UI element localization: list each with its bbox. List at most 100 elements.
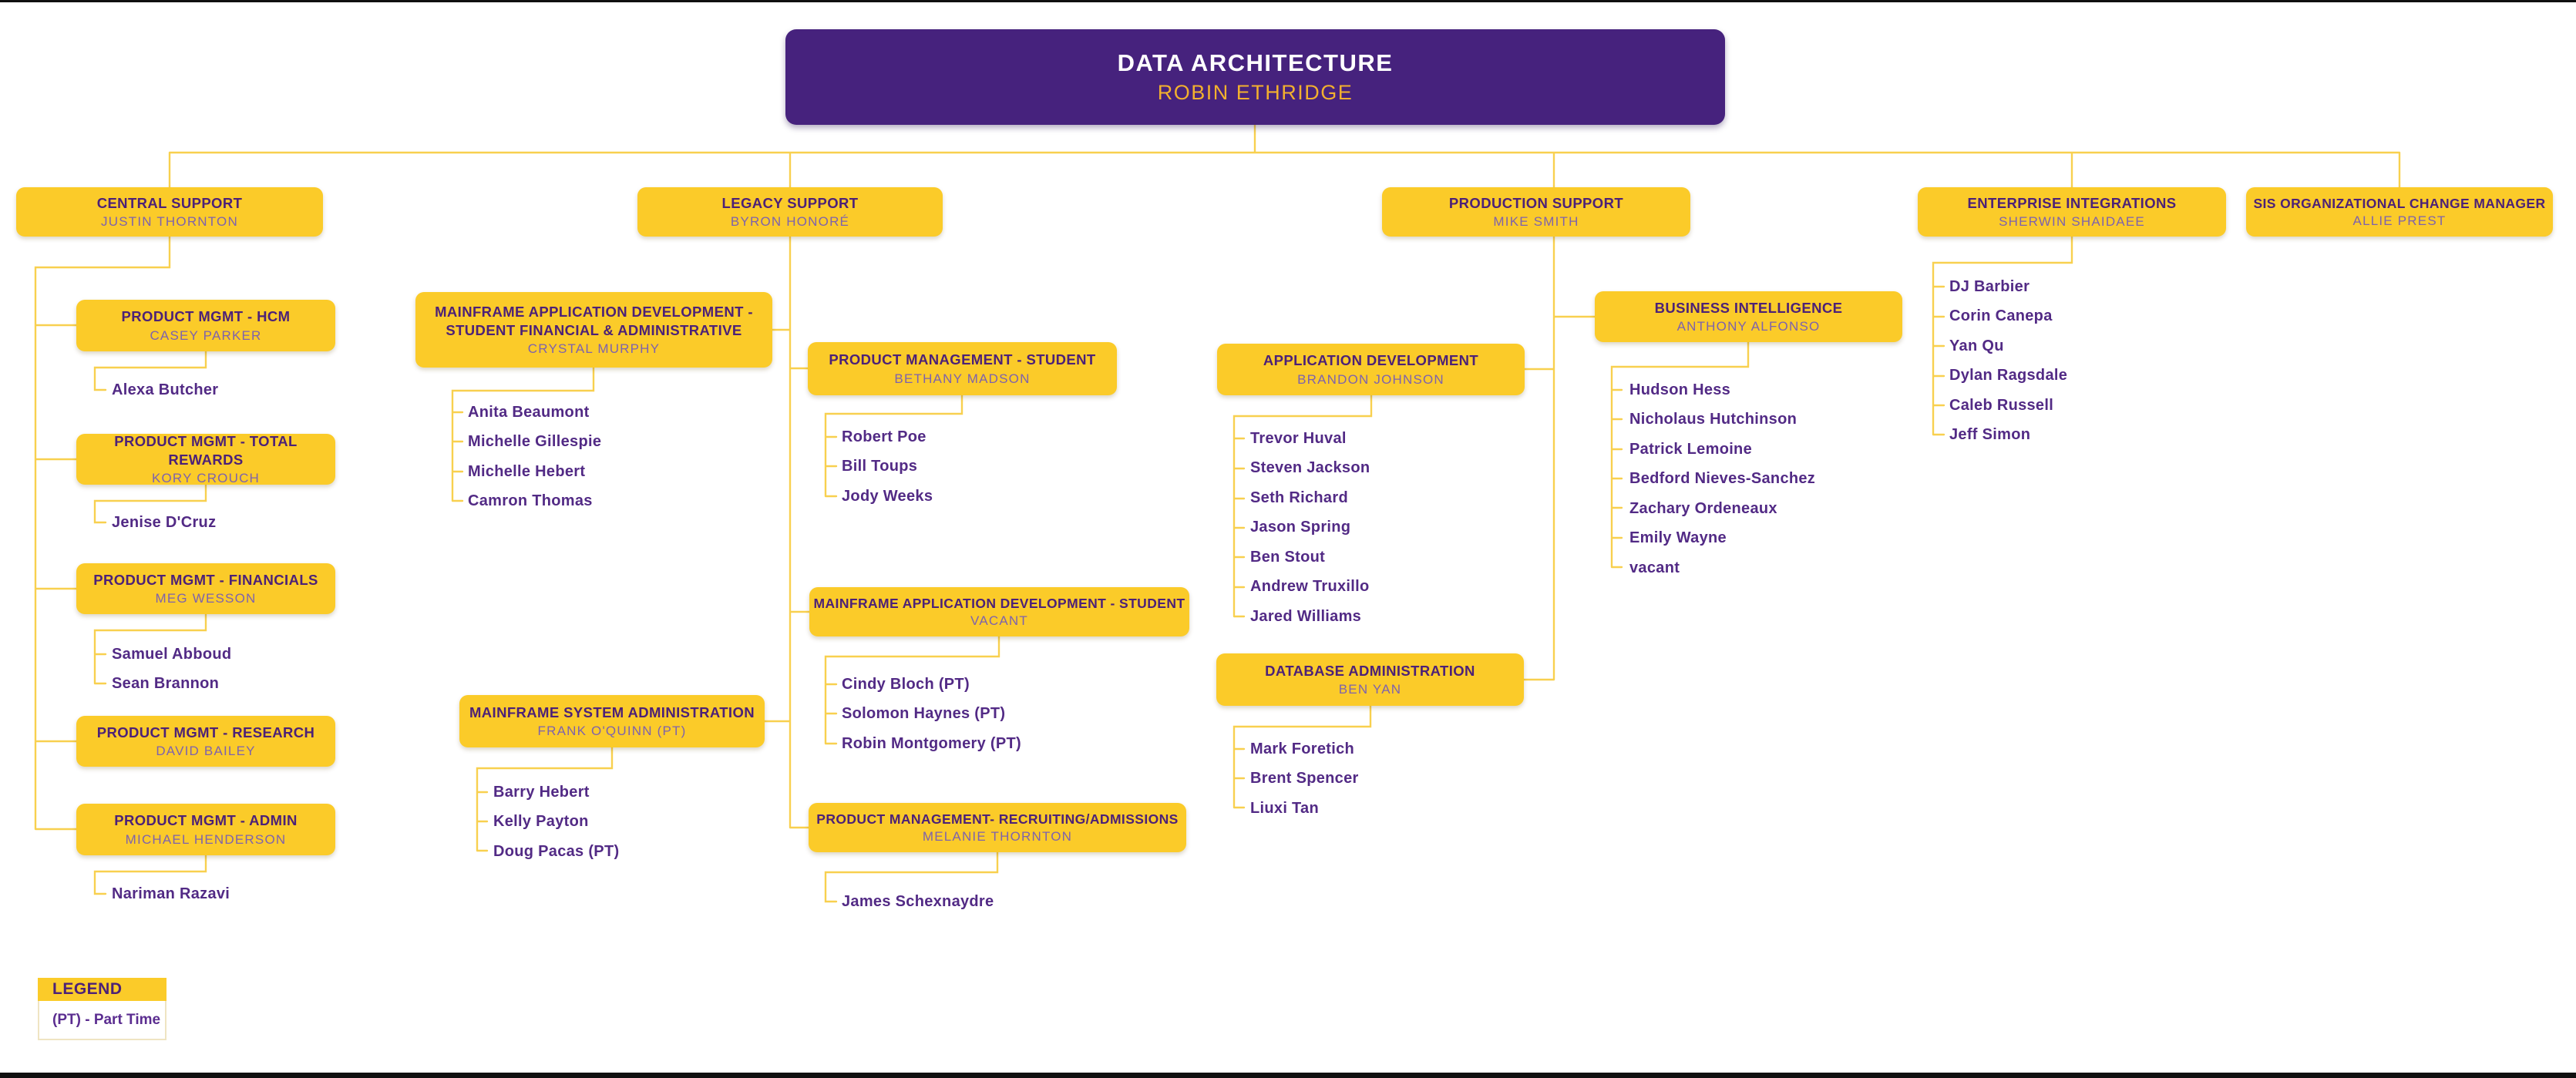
members-product-mgmt-hcm: Alexa Butcher [112, 375, 389, 405]
member-name: Jody Weeks [842, 487, 933, 505]
member-name: Hudson Hess [1629, 381, 1731, 398]
member-name: Kelly Payton [493, 813, 589, 831]
central-support-connectors [34, 235, 207, 895]
node-title: CENTRAL SUPPORT [96, 194, 243, 211]
node-manager: MELANIE THORNTON [922, 829, 1073, 845]
node-title: LEGACY SUPPORT [721, 194, 859, 211]
root-connectors [168, 123, 2401, 189]
node-sis-organizational-change-manager: SIS ORGANIZATIONAL CHANGE MANAGER ALLIE … [2246, 187, 2553, 237]
member-name: Camron Thomas [468, 492, 593, 510]
member-name: Jared Williams [1250, 607, 1362, 625]
window-top-border [0, 0, 2576, 2]
member-name: Zachary Ordeneaux [1629, 499, 1777, 517]
legend-header: LEGEND [38, 978, 166, 1001]
node-title: BUSINESS INTELLIGENCE [1654, 299, 1843, 316]
node-manager: DAVID BAILEY [156, 744, 256, 759]
root-node-data-architecture: DATA ARCHITECTURE ROBIN ETHRIDGE [785, 29, 1725, 125]
node-manager: BEN YAN [1338, 682, 1402, 697]
node-production-support: PRODUCTION SUPPORT MIKE SMITH [1382, 187, 1690, 237]
node-mainframe-app-dev-student: MAINFRAME APPLICATION DEVELOPMENT - STUD… [809, 587, 1189, 636]
node-manager: ANTHONY ALFONSO [1676, 319, 1821, 334]
members-product-mgmt-total-rewards: Jenise D'Cruz [112, 508, 389, 538]
node-manager: MICHAEL HENDERSON [125, 831, 287, 847]
window-bottom-border [0, 1073, 2576, 1078]
member-name: Caleb Russell [1949, 396, 2054, 414]
member-name: Andrew Truxillo [1250, 578, 1370, 596]
members-mainframe-app-dev-student: Cindy Bloch (PT)Solomon Haynes (PT)Robin… [842, 670, 1119, 759]
node-business-intelligence: BUSINESS INTELLIGENCE ANTHONY ALFONSO [1595, 291, 1902, 342]
node-title: PRODUCT MANAGEMENT - STUDENT [829, 351, 1096, 368]
member-name: Patrick Lemoine [1629, 440, 1753, 458]
node-title: APPLICATION DEVELOPMENT [1263, 352, 1479, 369]
member-name: Brent Spencer [1250, 770, 1359, 788]
node-title: PRODUCT MGMT - RESEARCH [96, 724, 315, 740]
node-product-mgmt-hcm: PRODUCT MGMT - HCM CASEY PARKER [76, 300, 335, 351]
member-name: Jason Spring [1250, 519, 1351, 536]
member-name: Cindy Bloch (PT) [842, 675, 970, 693]
legacy-support-connectors [451, 235, 1000, 903]
node-product-mgmt-research: PRODUCT MGMT - RESEARCH DAVID BAILEY [76, 716, 335, 767]
node-mainframe-system-administration: MAINFRAME SYSTEM ADMINISTRATION FRANK O'… [459, 695, 765, 747]
member-name: Jenise D'Cruz [112, 513, 217, 531]
member-name: Samuel Abboud [112, 645, 232, 663]
legend-body: (PT) - Part Time [38, 1001, 166, 1040]
member-name: vacant [1629, 559, 1680, 576]
node-manager: CRYSTAL MURPHY [527, 341, 661, 357]
node-manager: BYRON HONORÉ [730, 214, 850, 230]
node-title: PRODUCTION SUPPORT [1448, 194, 1624, 211]
node-title: PRODUCT MANAGEMENT- RECRUITING/ADMISSION… [816, 811, 1179, 827]
node-title: PRODUCT MGMT - FINANCIALS [93, 571, 318, 588]
node-title: SIS ORGANIZATIONAL CHANGE MANAGER [2253, 195, 2546, 211]
node-manager: FRANK O'QUINN (PT) [537, 724, 687, 739]
member-name: Barry Hebert [493, 783, 590, 801]
node-title: PRODUCT MGMT - TOTAL REWARDS [114, 432, 298, 468]
node-manager: MEG WESSON [155, 591, 257, 606]
production-support-connectors [1233, 235, 1750, 809]
member-name: Yan Qu [1949, 337, 2004, 354]
member-name: Bill Toups [842, 458, 918, 475]
member-name: Michelle Hebert [468, 462, 586, 480]
member-name: Ben Stout [1250, 548, 1326, 566]
member-name: Mark Foretich [1250, 740, 1355, 757]
node-manager: BETHANY MADSON [894, 371, 1031, 386]
member-name: Nicholaus Hutchinson [1629, 411, 1797, 428]
root-manager-name: ROBIN ETHRIDGE [1157, 81, 1354, 104]
node-legacy-support: LEGACY SUPPORT BYRON HONORÉ [637, 187, 943, 237]
members-recruiting-admissions: James Schexnaydre [842, 887, 1119, 917]
node-manager: BRANDON JOHNSON [1297, 371, 1444, 387]
node-product-mgmt-total-rewards: PRODUCT MGMT - TOTAL REWARDS KORY CROUCH [76, 432, 335, 485]
member-name: Dylan Ragsdale [1949, 367, 2068, 385]
member-name: Jeff Simon [1949, 426, 2031, 444]
node-product-management-student: PRODUCT MANAGEMENT - STUDENT BETHANY MAD… [808, 342, 1117, 395]
node-manager: JUSTIN THORNTON [101, 214, 238, 230]
member-name: Robert Poe [842, 428, 926, 445]
node-product-management-recruiting-admissions: PRODUCT MANAGEMENT- RECRUITING/ADMISSION… [809, 803, 1186, 852]
member-name: Nariman Razavi [112, 885, 230, 902]
member-name: Sean Brannon [112, 675, 220, 693]
members-product-mgmt-admin: Nariman Razavi [112, 879, 389, 909]
node-central-support: CENTRAL SUPPORT JUSTIN THORNTON [16, 187, 323, 237]
member-name: Michelle Gillespie [468, 433, 602, 451]
node-enterprise-integrations: ENTERPRISE INTEGRATIONS SHERWIN SHAIDAEE [1918, 187, 2226, 237]
member-name: Bedford Nieves-Sanchez [1629, 470, 1816, 488]
member-name: Alexa Butcher [112, 381, 219, 398]
node-manager: VACANT [970, 613, 1028, 629]
node-title: MAINFRAME APPLICATION DEVELOPMENT - STUD… [813, 595, 1185, 611]
member-name: Steven Jackson [1250, 459, 1370, 477]
node-manager: ALLIE PREST [2352, 213, 2447, 229]
node-title: DATABASE ADMINISTRATION [1265, 662, 1475, 679]
node-title: MAINFRAME SYSTEM ADMINISTRATION [469, 704, 755, 720]
node-manager: SHERWIN SHAIDAEE [1999, 214, 2145, 230]
node-product-mgmt-financials: PRODUCT MGMT - FINANCIALS MEG WESSON [76, 563, 335, 614]
member-name: Emily Wayne [1629, 529, 1727, 547]
node-database-administration: DATABASE ADMINISTRATION BEN YAN [1216, 653, 1524, 706]
member-name: DJ Barbier [1949, 277, 2030, 295]
